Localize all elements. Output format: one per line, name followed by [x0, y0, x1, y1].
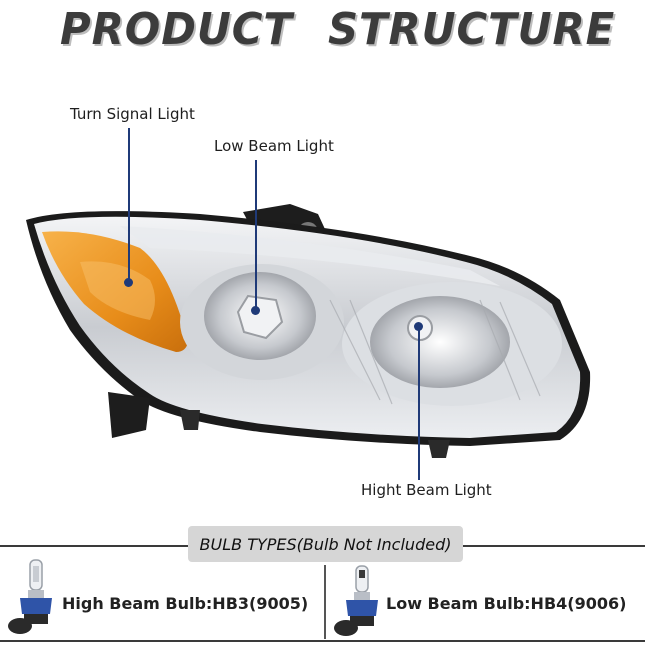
high-beam-marker: [414, 322, 423, 331]
turn-signal-marker: [124, 278, 133, 287]
hb4-bulb-icon: [334, 565, 378, 636]
high-beam-label: Hight Beam Light: [361, 481, 492, 499]
low-beam-marker: [251, 306, 260, 315]
turn-signal-label: Turn Signal Light: [70, 105, 195, 123]
high-beam-leader-line: [418, 326, 420, 480]
low-beam-bulb-label: Low Beam Bulb:HB4(9006): [386, 594, 627, 613]
low-beam-leader-line: [255, 160, 257, 310]
bulb-types-badge: BULB TYPES(Bulb Not Included): [188, 526, 463, 562]
bulb-column-divider: [324, 565, 326, 639]
hb3-bulb-icon: [8, 559, 52, 634]
turn-signal-leader-line: [128, 128, 130, 282]
title-structure: STRUCTURE: [328, 3, 616, 55]
high-beam-bulb-label: High Beam Bulb:HB3(9005): [62, 594, 309, 613]
section-divider-bottom: [0, 640, 645, 642]
title-product: PRODUCT: [60, 3, 293, 55]
low-beam-label: Low Beam Light: [214, 137, 334, 155]
